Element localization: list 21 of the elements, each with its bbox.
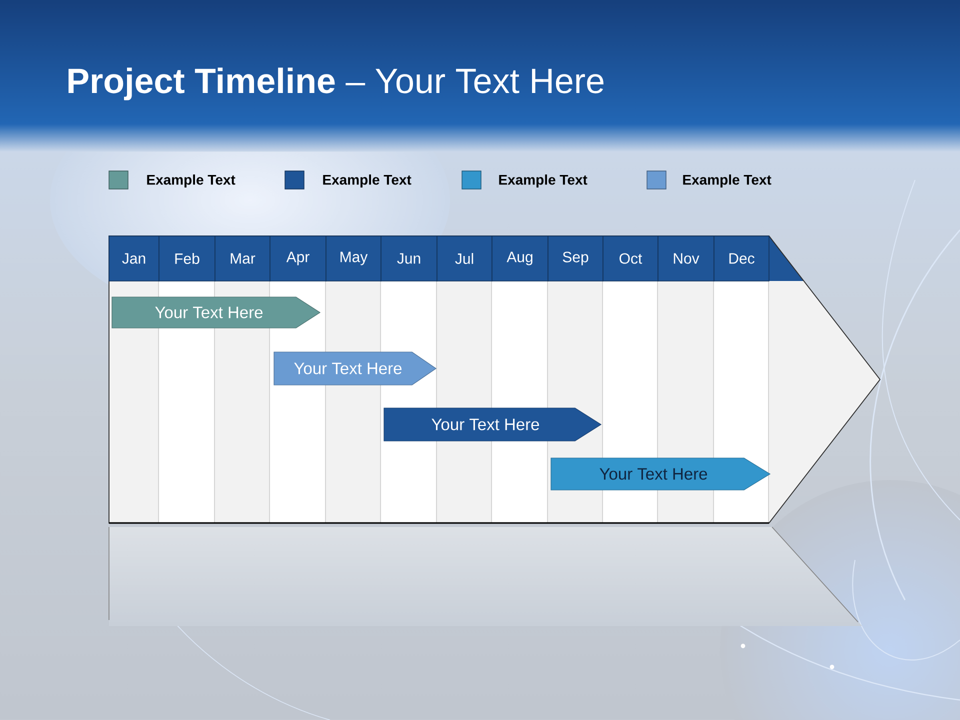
month-header-cell: Sep (548, 236, 604, 282)
task-bar: Your Text Here (274, 352, 437, 386)
month-header-cell: Nov (658, 236, 714, 282)
legend-label: Example Text (499, 174, 588, 188)
legend-label: Example Text (683, 174, 772, 188)
month-header-cell: Mar (214, 236, 270, 282)
task-bar: Your Text Here (384, 408, 602, 442)
task-bar: Your Text Here (112, 296, 321, 328)
month-header-cell: Jul (436, 236, 492, 282)
legend-label: Example Text (323, 174, 412, 188)
month-header-cell: Jan (108, 236, 160, 282)
month-header-cell: Feb (158, 236, 216, 282)
month-header-cell: Apr (270, 236, 326, 282)
month-header-cell: Aug (492, 236, 548, 282)
month-header-cell: Oct (602, 236, 658, 282)
legend-label: Example Text (147, 174, 236, 188)
month-header-cell: May (326, 236, 382, 282)
month-header-cell: Jun (380, 236, 438, 282)
month-header-cell: Dec (714, 236, 770, 282)
title: Project Timeline – Your Text Here (68, 68, 604, 100)
task-bar: Your Text Here (550, 458, 771, 490)
